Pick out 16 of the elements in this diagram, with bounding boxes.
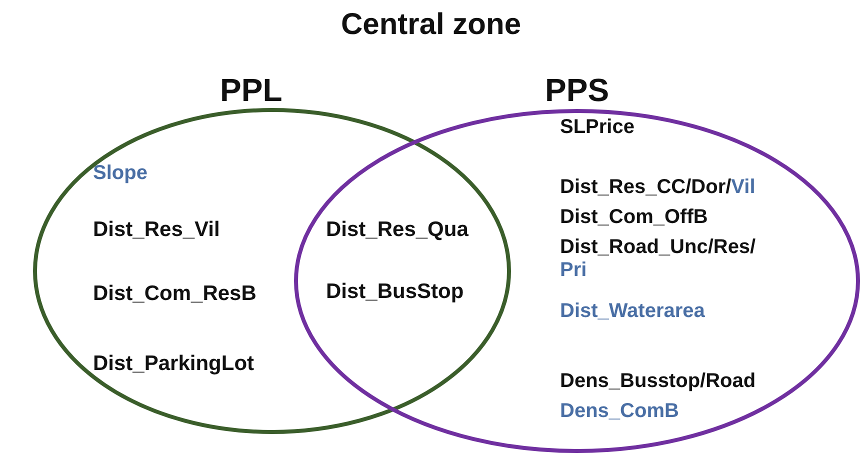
variable-label: Slope: [93, 162, 148, 185]
variable-label: Dist_Com_OffB: [560, 206, 708, 229]
variable-label: Dist_Res_Qua: [326, 218, 468, 242]
variable-label: Dist_ParkingLot: [93, 352, 254, 376]
variable-label: SLPrice: [560, 116, 634, 139]
variable-label: Dist_Waterarea: [560, 300, 705, 323]
variable-label: Dens_Busstop/Road: [560, 370, 756, 393]
variable-label: Dist_Res_CC/Dor/Vil: [560, 176, 756, 199]
set-heading: PPL: [220, 72, 282, 109]
set-heading: PPS: [545, 72, 610, 109]
variable-label: Dist_Res_Vil: [93, 218, 220, 242]
variable-label: Dist_Road_Unc/Res/Pri: [560, 236, 756, 282]
variable-label: Dens_ComB: [560, 400, 679, 423]
variable-label: Dist_BusStop: [326, 280, 464, 304]
diagram-title: Central zone: [340, 8, 522, 42]
variable-label: Dist_Com_ResB: [93, 282, 256, 306]
